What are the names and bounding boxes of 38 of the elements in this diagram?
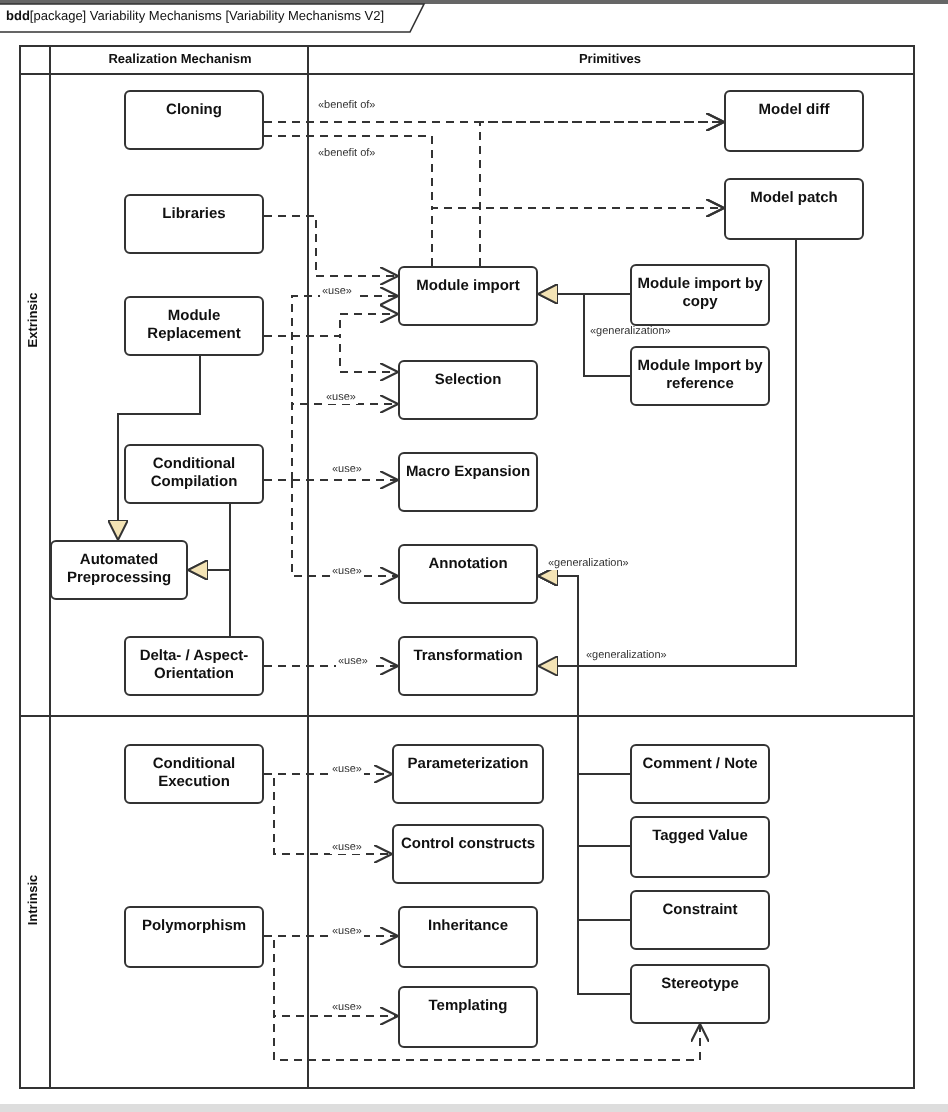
dependency-arrow	[263, 335, 400, 383]
block-box	[398, 266, 538, 326]
block-box	[50, 540, 188, 600]
block-box	[398, 544, 538, 604]
block-box	[630, 346, 770, 406]
block-box	[124, 444, 264, 504]
dependency-arrow	[263, 655, 400, 677]
block-box	[630, 744, 770, 804]
generalization-arrow	[537, 565, 631, 995]
dependency-arrow	[431, 197, 726, 267]
block-box	[124, 296, 264, 356]
block-box	[398, 452, 538, 512]
block-box	[630, 890, 770, 950]
dependency-arrow	[263, 773, 394, 865]
dependency-arrow	[263, 479, 400, 587]
block-box	[124, 194, 264, 254]
block-box	[630, 964, 770, 1024]
generalization-arrow	[107, 355, 201, 541]
block-box	[392, 744, 544, 804]
block-box	[392, 824, 544, 884]
block-box	[630, 264, 770, 326]
generalization-arrow	[187, 559, 231, 637]
block-box	[398, 986, 538, 1048]
dependency-arrow	[263, 935, 711, 1061]
block-box	[724, 178, 864, 240]
block-box	[398, 906, 538, 968]
block-box	[630, 816, 770, 878]
dependency-arrow	[479, 111, 726, 267]
block-box	[124, 906, 264, 968]
block-box	[124, 90, 264, 150]
generalization-arrow	[537, 239, 797, 677]
block-box	[724, 90, 864, 152]
block-box	[124, 744, 264, 804]
block-box	[124, 636, 264, 696]
block-box	[398, 360, 538, 420]
block-box	[398, 636, 538, 696]
dependency-arrow	[263, 215, 400, 287]
generalization-arrow	[537, 283, 631, 377]
